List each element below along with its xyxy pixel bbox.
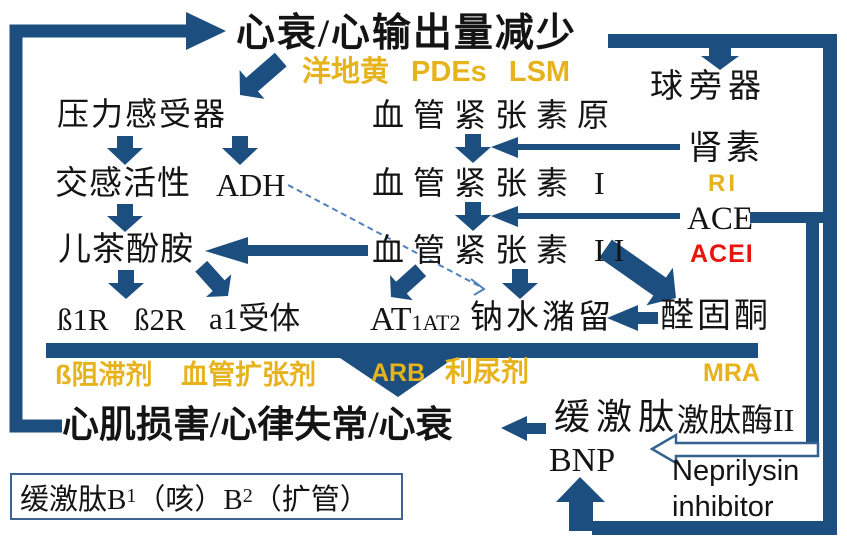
label-vasodilator: 血管扩张剂 (181, 360, 316, 390)
jg-branch-arrow (701, 46, 739, 70)
ace-to-kininase-line (750, 212, 831, 443)
ang1-to-ang2-arrow (455, 202, 491, 231)
node-angiotensin-2: 血管紧张素 II (372, 232, 634, 268)
node-myocardial-damage: 心肌损害/心律失常/心衰 (62, 405, 453, 446)
renin-action-arrow (491, 137, 680, 158)
ang2-to-sodium-arrow (502, 269, 538, 299)
feedback-loop-arrow (9, 12, 226, 433)
drug-blocking-bar (46, 343, 758, 397)
output-right-loop-line (592, 34, 837, 535)
ang2-to-aldosterone-arrow (599, 239, 676, 306)
sympathetic-to-catechol-arrow (107, 204, 143, 232)
adh-dashed-arrow (287, 184, 486, 296)
bnp-up-arrow (556, 477, 605, 531)
neprilysin-white-arrow (649, 432, 820, 466)
aldo-to-sodium-arrow (607, 305, 658, 331)
footnote-sub1: 1 (126, 485, 137, 507)
agt-to-ang1-arrow (455, 134, 491, 163)
diagram-title: 心衰/心输出量减少 (236, 12, 577, 55)
node-renin: 肾素 (688, 130, 764, 167)
footnote-part2: （咳）B (136, 483, 243, 516)
node-sodium-water-retention: 钠水潴留 (470, 300, 614, 336)
baro-to-adh-arrow (222, 136, 258, 165)
label-neprilysin-inhibitor: inhibitor (672, 491, 774, 523)
ace-action-arrow (491, 206, 680, 227)
footnote-sub2: 2 (242, 485, 253, 507)
node-at-receptors: AT1AT2 (370, 302, 460, 338)
node-receptor-b1: ß1R (57, 302, 109, 337)
label-ace-inhibitor: ACEI (690, 240, 754, 268)
node-aldosterone: 醛固酮 (660, 298, 771, 335)
node-bradykinin: 缓激肽 (554, 397, 681, 437)
ang2-to-catechol-arrow (205, 237, 368, 264)
label-mra: MRA (703, 359, 760, 387)
node-juxtaglomerular: 球旁器 (650, 69, 767, 105)
node-angiotensin-1: 血管紧张素 I (372, 165, 614, 201)
node-angiotensinogen: 血管紧张素原 (372, 97, 619, 133)
footnote-part3: （扩管） (252, 483, 369, 516)
node-adh: ADH (216, 167, 286, 203)
inotrope-drugs-label: 洋地黄 PDEs LSM (302, 56, 571, 88)
at-receptors-large: AT (370, 301, 412, 338)
node-bnp: BNP (549, 442, 616, 479)
label-diuretic: 利尿剂 (445, 356, 530, 387)
baro-to-sympathetic-arrow (107, 136, 143, 165)
label-renin-inhibitor: RI (708, 170, 738, 197)
label-beta-blocker: ß阻滞剂 (55, 360, 153, 390)
node-kininase-ii: 激肽酶II (677, 402, 795, 438)
node-receptor-a1: a1受体 (209, 301, 301, 336)
catechol-to-a1-arrow (195, 260, 232, 297)
label-neprilysin: Neprilysin (672, 455, 800, 487)
node-catecholamines: 儿茶酚胺 (58, 232, 194, 268)
node-baroreceptor: 压力感受器 (57, 96, 228, 132)
node-ace: ACE (687, 201, 753, 237)
at-receptors-small: 1AT2 (411, 310, 461, 335)
bradykinin-to-hf-arrow (501, 416, 546, 441)
footnote-part1: 缓激肽B (20, 483, 127, 516)
node-sympathetic: 交感活性 (55, 166, 191, 202)
node-receptor-b2: ß2R (134, 302, 186, 337)
label-arb: ARB (371, 359, 426, 387)
catechol-to-b1r-arrow (108, 270, 144, 299)
